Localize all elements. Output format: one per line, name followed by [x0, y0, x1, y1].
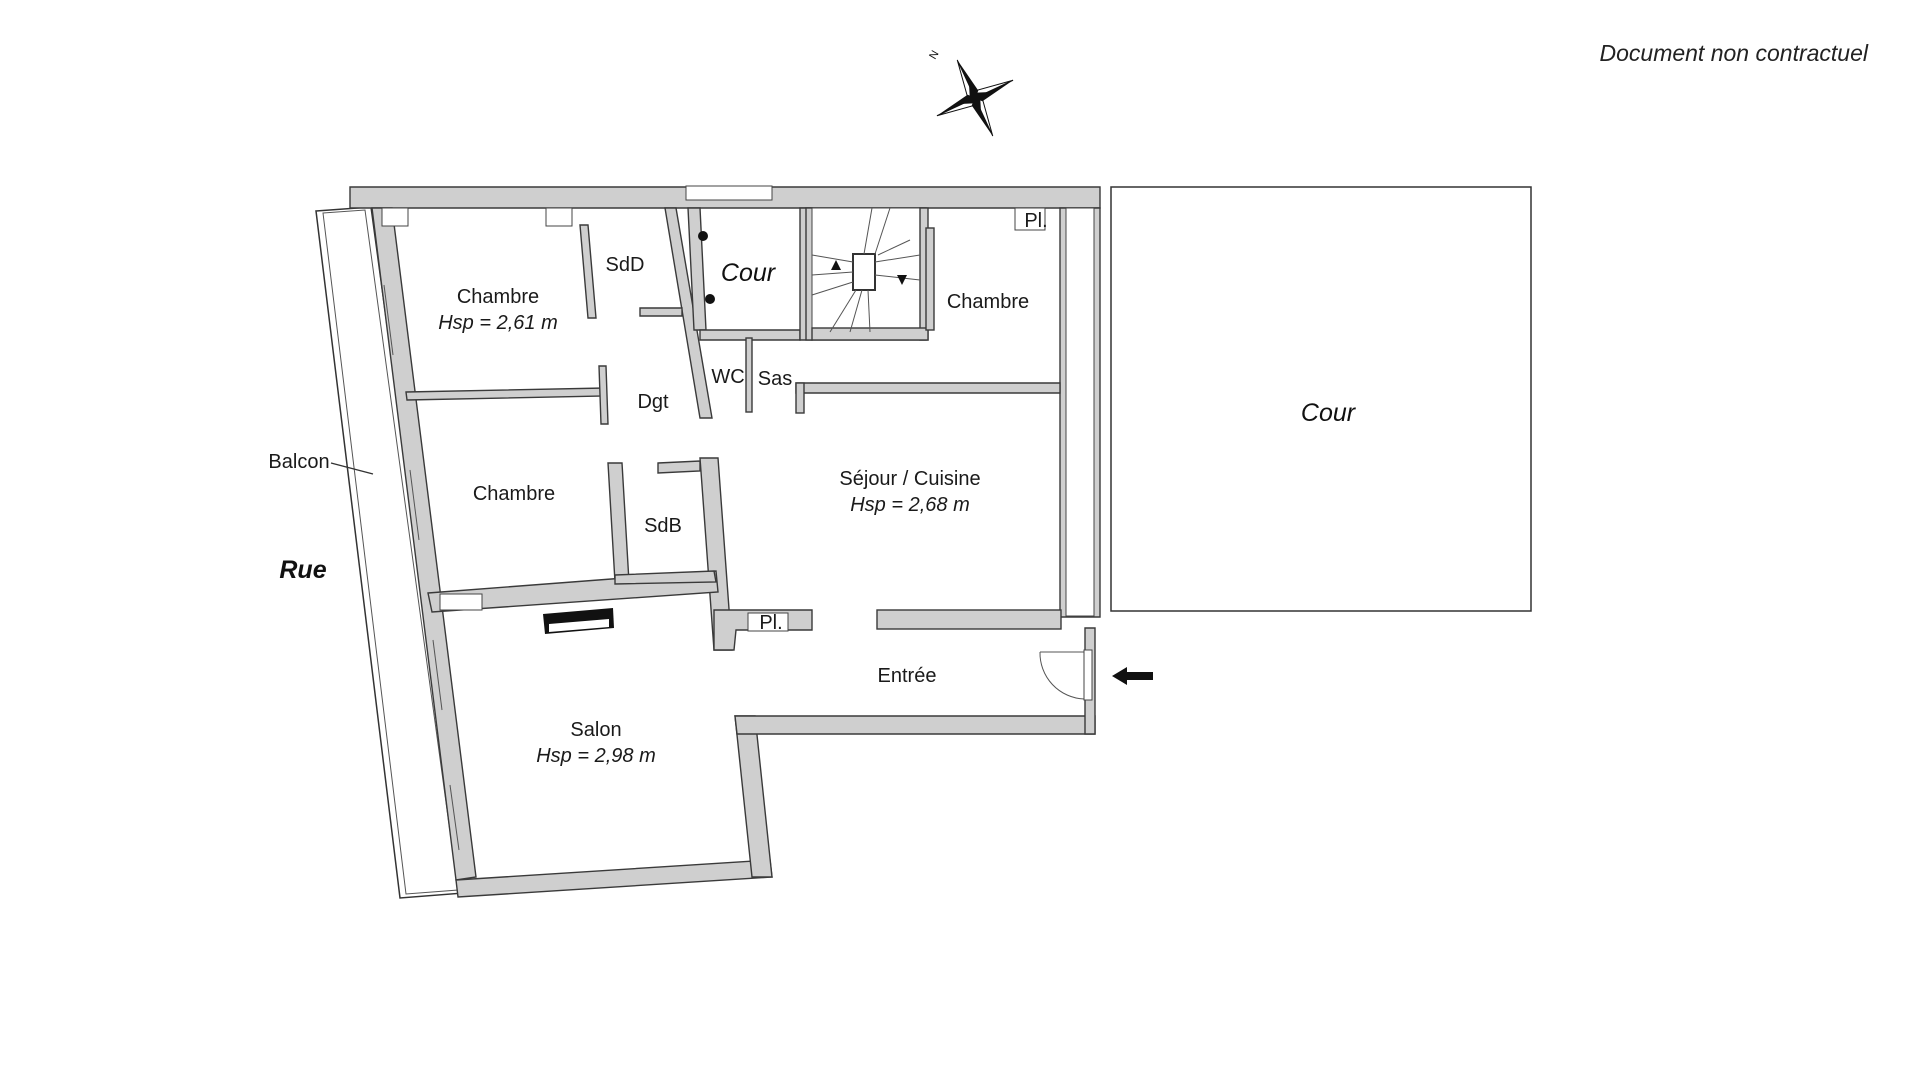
- room-wc-label: WC: [711, 366, 744, 388]
- room-salon-label: Salon: [570, 719, 621, 741]
- room-sejour-label: Séjour / Cuisine: [839, 468, 980, 490]
- room-sdb-label: SdB: [644, 515, 682, 537]
- room-chambre-3-label: Chambre: [947, 291, 1029, 313]
- room-pl-top-label: Pl.: [1024, 210, 1047, 232]
- staircase: [811, 207, 921, 333]
- balcony-leader-line: [330, 462, 374, 475]
- wall-bedroom1-bottom: [405, 387, 606, 401]
- room-chambre-2-label: Chambre: [473, 483, 555, 505]
- room-sdd-label: SdD: [606, 254, 645, 276]
- facade-windows: [381, 185, 1046, 851]
- room-sejour-height: Hsp = 2,68 m: [850, 494, 970, 516]
- entrance-arrow-icon: [1112, 667, 1153, 685]
- wall-bottom-salon: [455, 859, 773, 898]
- entrance-door: [1039, 649, 1093, 701]
- wall-entrance-bottom: [734, 715, 1096, 735]
- compass-rose-icon: N: [927, 49, 1014, 137]
- room-cour-large-label: Cour: [1301, 399, 1357, 427]
- compass-north-label: N: [927, 49, 941, 62]
- rue-label: Rue: [279, 556, 326, 584]
- room-chambre-1-label: Chambre: [457, 286, 539, 308]
- room-entree-label: Entrée: [878, 665, 937, 687]
- room-dgt-label: Dgt: [637, 391, 669, 413]
- room-pl-bottom-label: Pl.: [759, 612, 782, 634]
- wall-sejour-bottom: [876, 609, 1062, 630]
- disclaimer-text: Document non contractuel: [1599, 40, 1869, 66]
- wall-salon-right: [734, 715, 773, 878]
- balcon-label: Balcon: [268, 451, 329, 473]
- wall-sejour-top: [795, 382, 1061, 394]
- courtyard-large-outline: [1110, 186, 1532, 612]
- room-cour-small-label: Cour: [721, 259, 777, 287]
- room-sas-label: Sas: [758, 368, 792, 390]
- room-chambre-1-height: Hsp = 2,61 m: [438, 312, 558, 334]
- room-salon-height: Hsp = 2,98 m: [536, 745, 656, 767]
